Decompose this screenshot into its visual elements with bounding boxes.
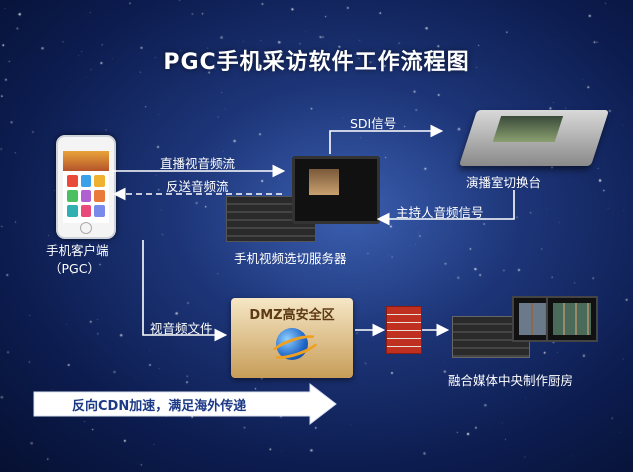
server-monitor-icon (292, 156, 380, 224)
host-audio-label: 主持人音频信号 (396, 205, 484, 220)
phone-pgc-label: （PGC） (49, 261, 100, 276)
media-center-label: 融合媒体中央制作厨房 (448, 373, 574, 388)
sdi-arrow (329, 124, 444, 154)
firewall-icon (386, 306, 422, 354)
host-audio-arrow (376, 190, 515, 226)
media-monitor-icon (546, 296, 598, 342)
dmz-box: DMZ高安全区 (231, 298, 353, 378)
globe-icon (276, 328, 308, 360)
phone-client-label: 手机客户端 (46, 243, 109, 258)
live-av-label: 直播视音频流 (160, 156, 236, 171)
av-file-label: 视音频文件 (150, 321, 213, 336)
mobile-phone-icon (56, 135, 116, 239)
switcher-label: 演播室切换台 (466, 175, 542, 190)
return-audio-label: 反送音频流 (166, 179, 229, 194)
cdn-banner-arrow (33, 382, 337, 426)
diagram-title: PGC手机采访软件工作流程图 (163, 50, 470, 75)
av-file-arrow (142, 240, 228, 342)
server-label: 手机视频选切服务器 (234, 251, 347, 266)
sdi-label: SDI信号 (350, 116, 397, 131)
cdn-banner-label: 反向CDN加速，满足海外传递 (72, 399, 247, 414)
dmz-label: DMZ高安全区 (249, 308, 335, 323)
